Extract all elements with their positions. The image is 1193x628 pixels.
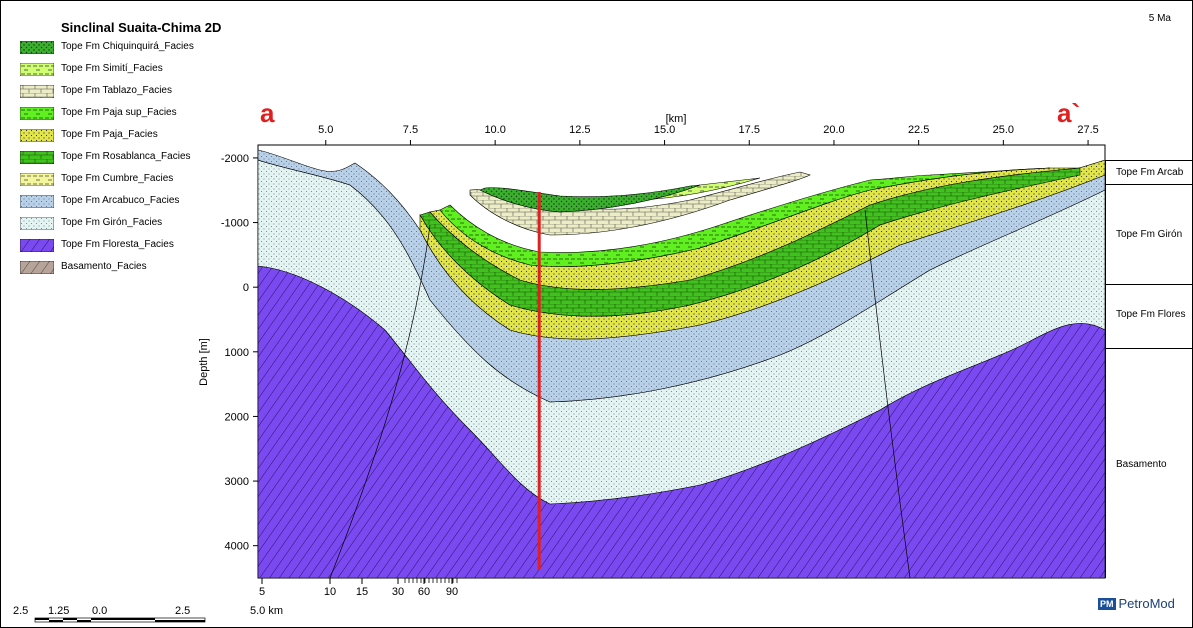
legend-label: Tope Fm Arcabuco_Facies xyxy=(61,195,180,206)
legend-swatch-cumbre xyxy=(20,173,54,186)
horizon-cell: Tope Fm Girón xyxy=(1106,184,1192,284)
legend-item: Tope Fm Girón_Facies xyxy=(20,216,240,232)
horizon-label: Tope Fm Flores xyxy=(1116,309,1186,320)
legend-label: Tope Fm Chiquinquirá_Facies xyxy=(61,41,194,52)
legend-swatch-paja-sup xyxy=(20,107,54,120)
logo-mark: PM xyxy=(1098,598,1116,610)
legend-label: Tope Fm Simití_Facies xyxy=(61,63,163,74)
legend-item: Tope Fm Tablazo_Facies xyxy=(20,84,240,100)
scale-label: 0.0 xyxy=(92,605,107,617)
ve-tick-label: 15 xyxy=(356,586,368,598)
ve-tick-label: 10 xyxy=(324,586,336,598)
y-tick-label: -1000 xyxy=(221,218,249,230)
horizon-label: Tope Fm Girón xyxy=(1116,229,1183,240)
legend-swatch-tablazo xyxy=(20,85,54,98)
horizon-label: Tope Fm Arcab xyxy=(1116,167,1184,178)
x-tick-label: 22.5 xyxy=(908,124,929,136)
legend-label: Tope Fm Girón_Facies xyxy=(61,217,163,228)
horizon-cell: Tope Fm Flores xyxy=(1106,284,1192,349)
exaggeration-ticks: 5 10 15 30 60 90 xyxy=(259,578,458,598)
legend-item: Basamento_Facies xyxy=(20,260,240,276)
legend-label: Tope Fm Floresta_Facies xyxy=(61,239,174,250)
scale-bar-blocks xyxy=(34,617,206,623)
fault-right xyxy=(864,209,911,578)
scale-label: 1.25 xyxy=(48,605,69,617)
legend-item: Tope Fm Paja sup_Facies xyxy=(20,106,240,122)
legend-swatch-giron xyxy=(20,217,54,230)
section-end-label: a` xyxy=(1057,98,1081,128)
ve-tick-label: 5 xyxy=(259,586,265,598)
legend-item: Tope Fm Chiquinquirá_Facies xyxy=(20,40,240,56)
x-axis-label: [km] xyxy=(666,113,687,125)
x-tick-label: 10.0 xyxy=(484,124,505,136)
x-tick-label: 12.5 xyxy=(569,124,590,136)
legend-item: Tope Fm Arcabuco_Facies xyxy=(20,194,240,210)
horizon-label: Basamento xyxy=(1116,459,1167,470)
legend-item: Tope Fm Floresta_Facies xyxy=(20,238,240,254)
legend-swatch-basamento xyxy=(20,261,54,274)
scale-label: 2.5 xyxy=(13,605,28,617)
y-axis-label: Depth [m] xyxy=(198,338,210,386)
y-axis-ticks: -2000 -1000 0 1000 2000 3000 4000 xyxy=(221,153,258,553)
legend-item: Tope Fm Rosablanca_Facies xyxy=(20,150,240,166)
x-tick-label: 5.0 xyxy=(318,124,333,136)
legend-label: Tope Fm Rosablanca_Facies xyxy=(61,151,191,162)
ve-tick-label: 30 xyxy=(392,586,404,598)
legend-item: Tope Fm Cumbre_Facies xyxy=(20,172,240,188)
legend-swatch-chiquinquira xyxy=(20,41,54,54)
x-axis-ticks: 5.0 7.5 10.0 12.5 15.0 17.5 20.0 22.5 25.0 27.5 xyxy=(318,124,1099,145)
horizon-cell: Tope Fm Arcab xyxy=(1106,160,1192,185)
legend-label: Tope Fm Paja sup_Facies xyxy=(61,107,177,118)
legend-item: Tope Fm Simití_Facies xyxy=(20,62,240,78)
legend-swatch-paja xyxy=(20,129,54,142)
legend-label: Tope Fm Tablazo_Facies xyxy=(61,85,172,96)
legend-label: Tope Fm Cumbre_Facies xyxy=(61,173,174,184)
right-horizon-panel: Tope Fm Arcab Tope Fm Girón Tope Fm Flor… xyxy=(1105,160,1193,578)
legend-label: Tope Fm Paja_Facies xyxy=(61,129,158,140)
scale-bar: 2.5 1.25 0.0 2.5 5.0 km xyxy=(13,605,283,623)
scale-label: 5.0 km xyxy=(250,605,283,617)
y-tick-label: 0 xyxy=(243,282,249,294)
y-tick-label: 3000 xyxy=(225,476,249,488)
x-tick-label: 27.5 xyxy=(1077,124,1098,136)
layer-paja-sup xyxy=(439,167,1051,267)
x-tick-label: 25.0 xyxy=(993,124,1014,136)
y-tick-label: 1000 xyxy=(225,347,249,359)
y-tick-label: 2000 xyxy=(225,411,249,423)
ve-tick-label: 60 xyxy=(418,586,430,598)
legend-swatch-arcabuco xyxy=(20,195,54,208)
fault-left xyxy=(329,224,431,578)
x-tick-label: 20.0 xyxy=(823,124,844,136)
legend-swatch-rosablanca xyxy=(20,151,54,164)
x-tick-label: 17.5 xyxy=(739,124,760,136)
x-tick-label: 7.5 xyxy=(403,124,418,136)
horizon-cell: Basamento xyxy=(1106,348,1192,579)
legend-item: Tope Fm Paja_Facies xyxy=(20,128,240,144)
y-tick-label: 4000 xyxy=(225,541,249,553)
legend-swatch-simiti xyxy=(20,63,54,76)
time-label: 5 Ma xyxy=(1148,13,1171,24)
x-tick-label: 15.0 xyxy=(654,124,675,136)
layer-chiquinquira xyxy=(479,184,701,213)
scale-label: 2.5 xyxy=(175,605,190,617)
legend-swatch-floresta xyxy=(20,239,54,252)
y-tick-label: -2000 xyxy=(221,153,249,165)
legend-label: Basamento_Facies xyxy=(61,261,147,272)
ve-tick-label: 90 xyxy=(446,586,458,598)
figure-title: Sinclinal Suaita-Chima 2D xyxy=(61,20,222,35)
logo-text: PetroMod xyxy=(1118,596,1175,611)
section-start-label: a xyxy=(260,98,275,128)
